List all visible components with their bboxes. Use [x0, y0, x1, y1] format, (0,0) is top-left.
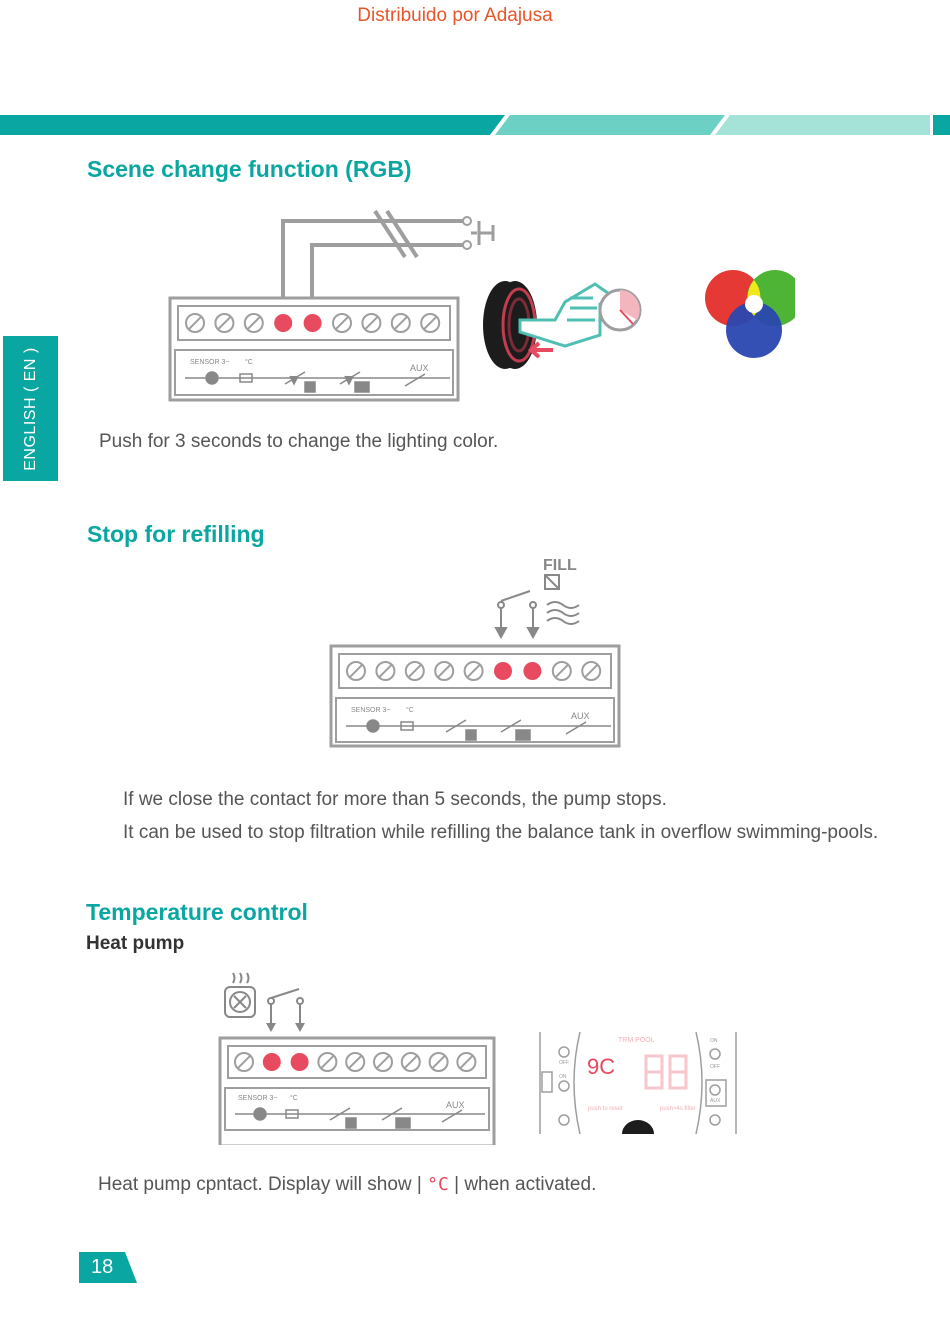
terminal-screw-slot — [378, 663, 393, 679]
refill-description-1: If we close the contact for more than 5 … — [123, 789, 667, 810]
heat-pump-description: Heat pump cpntact. Display will show | °… — [98, 1174, 596, 1196]
page-number: 18 — [91, 1256, 114, 1278]
terminal-screw-slot — [437, 663, 452, 679]
heat-pump-text-after: | when activated. — [454, 1174, 597, 1195]
aux-label: AUX — [446, 1100, 465, 1110]
terminal-screw — [274, 314, 293, 332]
refill-description-2: It can be used to stop filtration while … — [123, 822, 879, 843]
terminal-screw-slot — [364, 315, 379, 331]
terminal-screw-slot — [187, 315, 203, 331]
celsius-label: °C — [290, 1094, 298, 1102]
terminal-screw-slot — [423, 315, 438, 331]
page-number-shape — [79, 1252, 137, 1283]
panel-push-reset: push to reset — [588, 1106, 623, 1112]
header-banner — [0, 115, 950, 135]
terminal-screw-slot — [334, 315, 350, 331]
display-code: °C — [427, 1174, 449, 1195]
terminal-screw-slot — [403, 1054, 418, 1070]
refill-section-title: Stop for refilling — [87, 521, 265, 547]
panel-aux-label: AUX — [710, 1098, 721, 1104]
panel-push-filter: push>4s filter — [660, 1106, 696, 1112]
panel-display-value: 9C — [587, 1054, 615, 1079]
terminal-screw — [290, 1053, 309, 1071]
terminal-screw — [262, 1053, 281, 1071]
terminal-screw — [303, 314, 322, 332]
terminal-screw-slot — [236, 1054, 252, 1070]
terminal-screw-slot — [348, 1054, 363, 1070]
heat-pump-wiring-diagram: SENSOR 3~ °C AUX — [218, 972, 496, 1145]
refill-wiring-diagram: FILL SENSOR 3~ °C AUX — [329, 557, 621, 748]
terminal-screw-slot — [459, 1054, 474, 1070]
controller-panel: TRM POOL OFF ON ON OFF AUX 9C push to re… — [539, 1031, 737, 1134]
terminal-screw-slot — [393, 315, 408, 331]
terminal-screw-slot — [554, 663, 569, 679]
celsius-label: °C — [245, 358, 253, 366]
page-number-badge: 18 — [79, 1252, 137, 1283]
sensor-label: SENSOR 3~ — [190, 359, 230, 366]
aux-label: AUX — [571, 711, 590, 721]
terminal-screw — [523, 662, 542, 680]
rgb-section-title: Scene change function (RGB) — [87, 156, 412, 182]
terminal-screw-slot — [320, 1054, 335, 1070]
terminal-screw-slot — [246, 315, 261, 331]
fill-label: FILL — [543, 557, 577, 574]
celsius-label: °C — [406, 706, 414, 714]
sensor-label: SENSOR 3~ — [238, 1095, 278, 1102]
heat-pump-subtitle: Heat pump — [86, 933, 185, 954]
sensor-label: SENSOR 3~ — [351, 707, 391, 714]
terminal-screw-slot — [466, 663, 481, 679]
terminal-screw-slot — [217, 315, 232, 331]
distributor-note: Distribuido por Adajusa — [357, 5, 553, 26]
language-tab[interactable]: ENGLISH ( EN ) — [3, 336, 58, 481]
terminal-screw-slot — [348, 663, 364, 679]
panel-off-label-right: OFF — [710, 1064, 720, 1070]
panel-brand: TRM POOL — [618, 1037, 655, 1044]
language-tab-label: ENGLISH ( EN ) — [21, 346, 39, 471]
terminal-screw — [494, 662, 512, 680]
terminal-screw-slot — [431, 1054, 446, 1070]
rgb-wiring-diagram: SENSOR 3~ °C AUX — [168, 209, 795, 402]
panel-on-label-right: ON — [710, 1038, 718, 1044]
heat-pump-text-before: Heat pump cpntact. Display will show | — [98, 1174, 422, 1195]
aux-label: AUX — [410, 363, 429, 373]
terminal-screw-slot — [375, 1054, 391, 1070]
terminal-screw-slot — [584, 663, 599, 679]
rgb-description: Push for 3 seconds to change the lightin… — [99, 431, 499, 452]
panel-off-label: OFF — [559, 1060, 569, 1066]
panel-on-label: ON — [559, 1074, 567, 1080]
terminal-screw-slot — [407, 663, 422, 679]
temperature-section-title: Temperature control — [86, 899, 308, 925]
